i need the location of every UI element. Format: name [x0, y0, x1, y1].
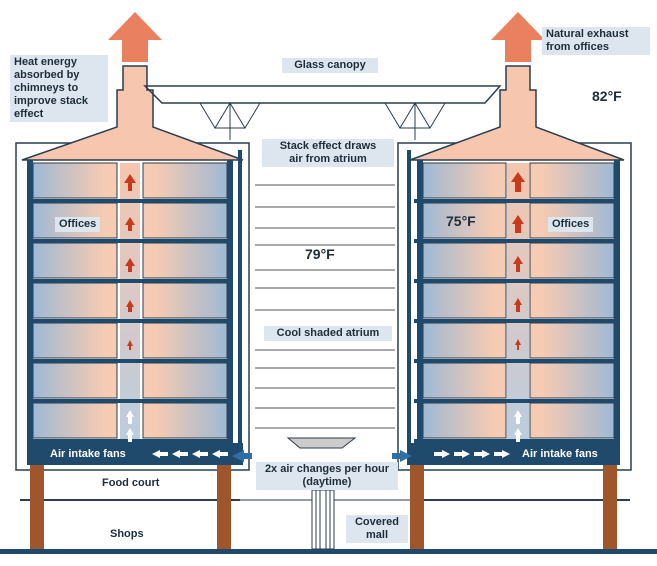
right-office-floor-3-east	[529, 242, 615, 279]
right-office-floor-3-west	[422, 242, 507, 279]
left-office-floor-6-west	[32, 362, 118, 399]
left-office-floor-2-east	[142, 202, 228, 239]
airflow-arrow-left	[232, 450, 252, 462]
right-intake-side-arrows	[434, 450, 510, 458]
glass-canopy-label: Glass canopy	[282, 58, 378, 73]
left-office-floor-3-west	[32, 242, 118, 279]
right-facade-column	[407, 150, 411, 443]
right-exhaust-arrow	[491, 12, 545, 62]
right-office-floor-7-east	[529, 402, 615, 439]
right-intake-up-arrows	[514, 410, 522, 442]
right-office-floor-1-west	[422, 162, 507, 199]
atrium-funnel	[286, 437, 357, 449]
left-office-floor-7-west	[32, 402, 118, 439]
escalator	[311, 489, 335, 550]
left-intake-band	[27, 443, 243, 465]
atrium-floor-lines	[255, 184, 395, 429]
right-office-floor-4-west	[422, 282, 507, 319]
canopy-truss	[199, 102, 446, 140]
left-column-b	[217, 465, 231, 549]
office-temperature: 75°F	[446, 213, 476, 229]
left-office-floor-4-east	[142, 282, 228, 319]
left-building	[15, 12, 250, 549]
left-intake-side-arrows	[152, 450, 228, 458]
food-court-label: Food court	[102, 477, 160, 489]
right-east-column	[614, 160, 620, 443]
offices-label-right: Offices	[548, 217, 594, 232]
air-intake-label-left: Air intake fans	[50, 448, 126, 460]
offices-label-left: Offices	[55, 217, 101, 232]
right-office-floor-1-east	[529, 162, 615, 199]
right-shaft-up-arrows	[511, 172, 525, 350]
left-roof	[21, 65, 244, 161]
left-east-column	[227, 160, 233, 443]
right-office-floor-4-east	[529, 282, 615, 319]
left-facade-column	[238, 150, 242, 443]
outside-temperature: 82°F	[592, 88, 622, 104]
right-column-a	[410, 465, 424, 549]
right-office-floor-7-west	[422, 402, 507, 439]
right-roof	[409, 65, 625, 161]
air-intake-label-right: Air intake fans	[522, 448, 598, 460]
left-office-floor-7-east	[142, 402, 228, 439]
shops-label: Shops	[110, 528, 144, 540]
left-office-floor-6-east	[142, 362, 228, 399]
right-office-floor-6-west	[422, 362, 507, 399]
right-office-floor-6-east	[529, 362, 615, 399]
left-office-floor-4-west	[32, 282, 118, 319]
right-column-b	[603, 465, 617, 549]
right-office-floor-5-west	[422, 322, 507, 359]
right-west-column	[417, 160, 423, 443]
atrium-temperature: 79°F	[305, 246, 335, 262]
left-office-floor-1-west	[32, 162, 118, 199]
airflow-arrow-right	[392, 450, 412, 462]
cool-atrium-label: Cool shaded atrium	[264, 326, 392, 341]
left-office-floor-3-east	[142, 242, 228, 279]
atrium	[143, 85, 502, 550]
glass-canopy	[143, 85, 502, 104]
left-office-floor-5-east	[142, 322, 228, 359]
left-exhaust-arrow	[108, 12, 162, 62]
left-office-floor-5-west	[32, 322, 118, 359]
ground-line	[0, 549, 657, 554]
right-intake-band	[407, 443, 620, 465]
right-office-floor-5-east	[529, 322, 615, 359]
covered-mall-label: Covered mall	[346, 515, 408, 543]
escalator-steps	[315, 490, 331, 549]
right-building	[397, 12, 632, 549]
stack-effect-label: Stack effect draws air from atrium	[262, 139, 394, 167]
left-intake-up-arrows	[126, 410, 134, 442]
left-shaft-up-arrows	[124, 174, 136, 350]
left-column-a	[30, 465, 44, 549]
natural-exhaust-label: Natural exhaust from offices	[542, 27, 650, 55]
heat-energy-label: Heat energy absorbed by chimneys to impr…	[10, 55, 108, 122]
left-west-column	[27, 160, 33, 443]
left-office-floor-1-east	[142, 162, 228, 199]
air-changes-label: 2x air changes per hour (daytime)	[256, 462, 398, 490]
